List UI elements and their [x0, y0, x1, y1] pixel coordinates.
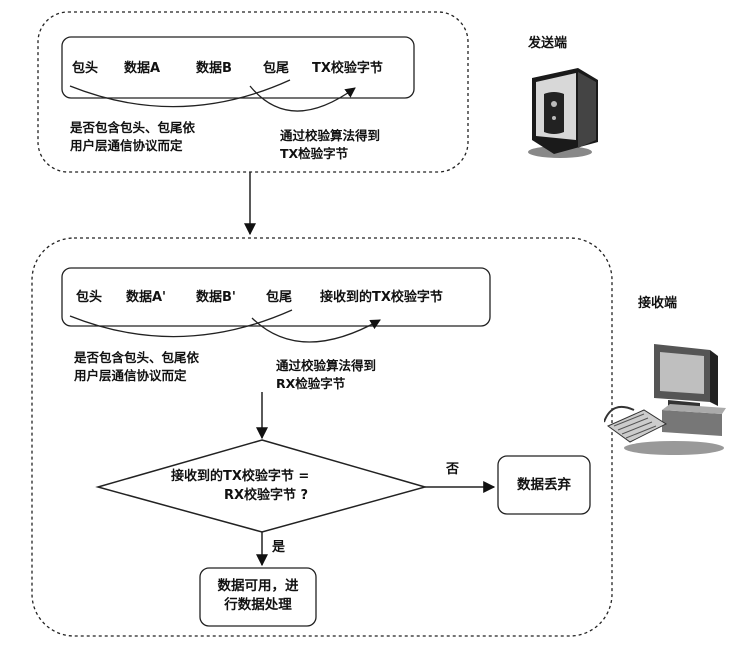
sender-note-right-1: 通过校验算法得到	[280, 128, 381, 143]
process-box-line-2: 行数据处理	[224, 597, 292, 613]
discard-box	[497, 455, 591, 515]
receiver-note-left-1: 是否包含包头、包尾依	[74, 350, 200, 365]
receiver-arc-right	[251, 317, 381, 343]
process-box-line-1: 数据可用，进	[217, 578, 299, 594]
receiver-note-right-1: 通过校验算法得到	[276, 358, 377, 373]
receiver-field-tail: 包尾	[266, 290, 293, 305]
sender-title: 发送端	[528, 36, 568, 51]
no-branch-label: 否	[446, 462, 460, 477]
sender-field-header: 包头	[72, 61, 99, 76]
sender-note-right-2: TX检验字节	[280, 146, 349, 161]
sender-note-left-1: 是否包含包头、包尾依	[70, 120, 196, 135]
receiver-packet-box	[61, 267, 491, 327]
decision-line-1: 接收到的TX校验字节 =	[171, 469, 310, 484]
desktop-tower-icon	[520, 60, 610, 164]
receiver-field-data-b: 数据B'	[196, 290, 236, 305]
receiver-field-tx-checksum: 接收到的TX校验字节	[320, 290, 443, 305]
sender-arc-right	[249, 85, 356, 112]
computer-workstation-icon	[603, 340, 730, 462]
receiver-note-left-2: 用户层通信协议而定	[74, 368, 187, 383]
receiver-note-right-2: RX检验字节	[276, 376, 346, 391]
receiver-arc-left	[69, 309, 293, 338]
decision-diamond	[95, 439, 428, 533]
receiver-field-data-a: 数据A'	[126, 290, 167, 305]
receiver-title: 接收端	[638, 296, 678, 311]
yes-branch-label: 是	[272, 540, 286, 555]
sender-field-data-b: 数据B	[196, 61, 232, 76]
receiver-region	[31, 237, 613, 637]
sender-arc-left	[69, 79, 291, 108]
receiver-field-header: 包头	[76, 290, 103, 305]
sender-field-tail: 包尾	[263, 61, 290, 76]
process-box	[199, 567, 317, 627]
sender-note-left-2: 用户层通信协议而定	[70, 138, 183, 153]
decision-line-2: RX校验字节 ?	[224, 488, 309, 503]
sender-field-data-a: 数据A	[124, 61, 161, 76]
discard-box-label: 数据丢弃	[517, 477, 571, 493]
sender-field-tx-checksum: TX校验字节	[312, 61, 383, 76]
